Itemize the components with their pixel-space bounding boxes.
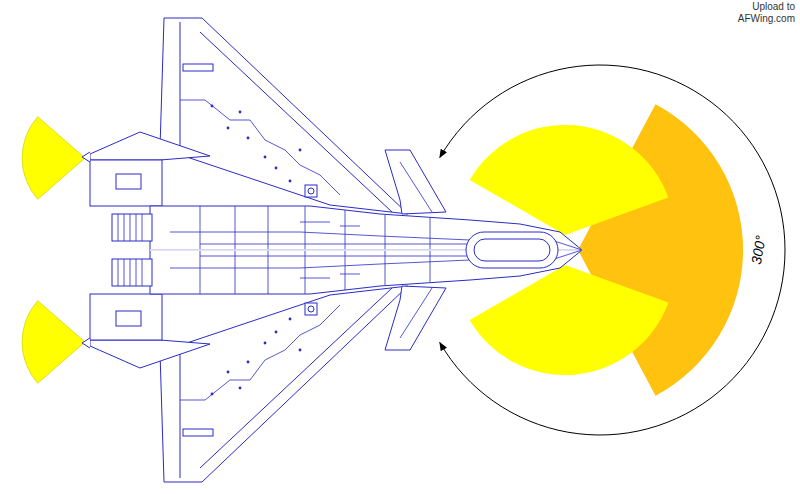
watermark: AFWing.com bbox=[738, 13, 795, 24]
cheek-radar-sector bbox=[470, 265, 669, 375]
airframe-lower bbox=[82, 250, 582, 482]
rear-radar-sector bbox=[22, 301, 85, 384]
cheek-radar-sector bbox=[470, 125, 669, 235]
coverage-arc bbox=[440, 65, 785, 435]
angle-label: 300° bbox=[749, 234, 769, 265]
rear-radar-sector bbox=[22, 117, 85, 200]
airframe-upper bbox=[82, 18, 582, 250]
watermark: Upload to bbox=[752, 1, 795, 12]
canopy-frame bbox=[466, 232, 558, 268]
canopy bbox=[474, 239, 550, 261]
spine-lines bbox=[200, 244, 470, 256]
rear-radar-sector bbox=[48, 112, 85, 204]
